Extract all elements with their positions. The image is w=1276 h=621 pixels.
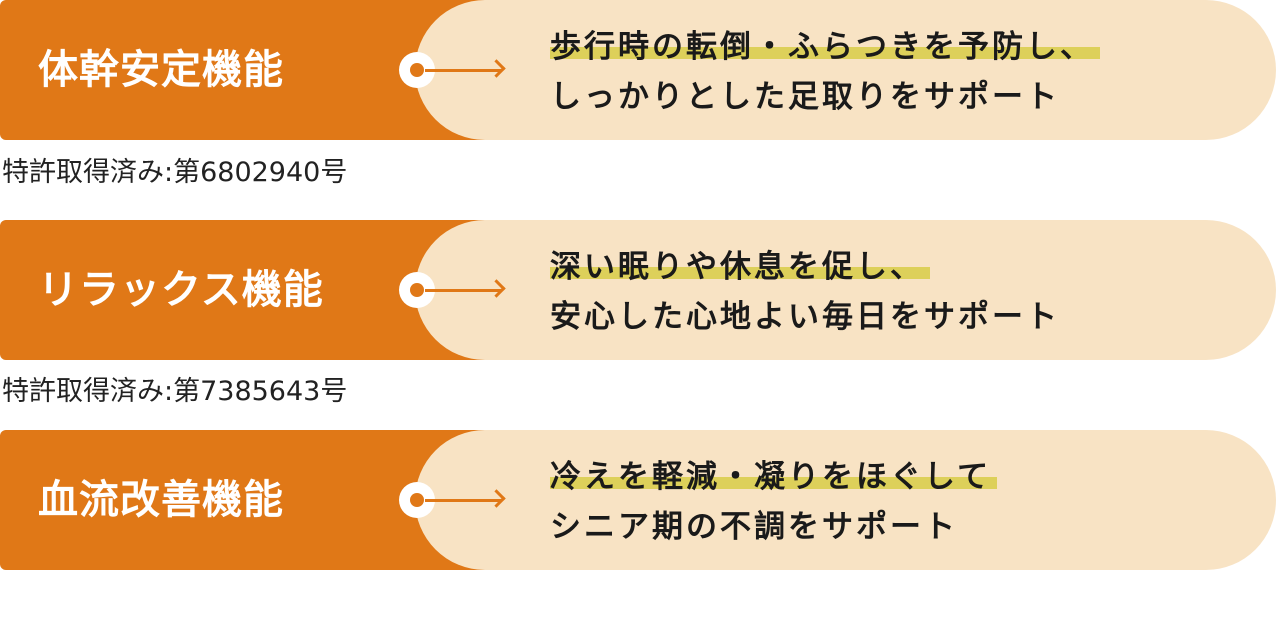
description-line-2: 安心した心地よい毎日をサポート [550, 299, 1060, 335]
description-line-1: 深い眠りや休息を促し、 [550, 249, 924, 285]
description-line-2: しっかりとした足取りをサポート [550, 79, 1060, 115]
description-line-1: 歩行時の転倒・ふらつきを予防し、 [550, 29, 1094, 65]
patent-number: 特許取得済み:第7385643号 [2, 376, 348, 407]
description-line-2: シニア期の不調をサポート [550, 509, 958, 545]
feature-description-pill [415, 220, 1276, 360]
arrow-line-icon [425, 289, 501, 292]
feature-description-pill [415, 430, 1276, 570]
description-line-1: 冷えを軽減・凝りをほぐして [550, 459, 992, 495]
feature-title: 体幹安定機能 [38, 47, 284, 93]
feature-row-circulation: 血流改善機能 冷えを軽減・凝りをほぐして シニア期の不調をサポート [0, 430, 1276, 570]
patent-number: 特許取得済み:第6802940号 [2, 157, 348, 188]
feature-row-relax: リラックス機能 深い眠りや休息を促し、 安心した心地よい毎日をサポート [0, 220, 1276, 360]
arrow-line-icon [425, 69, 501, 72]
feature-description: 冷えを軽減・凝りをほぐして シニア期の不調をサポート [550, 452, 998, 552]
feature-title: リラックス機能 [38, 267, 324, 313]
feature-description: 深い眠りや休息を促し、 安心した心地よい毎日をサポート [550, 242, 1060, 342]
feature-description: 歩行時の転倒・ふらつきを予防し、 しっかりとした足取りをサポート [550, 22, 1100, 122]
feature-title: 血流改善機能 [38, 477, 284, 523]
feature-description-pill [415, 0, 1276, 140]
feature-row-core-stability: 体幹安定機能 歩行時の転倒・ふらつきを予防し、 しっかりとした足取りをサポート [0, 0, 1276, 140]
arrow-line-icon [425, 499, 501, 502]
